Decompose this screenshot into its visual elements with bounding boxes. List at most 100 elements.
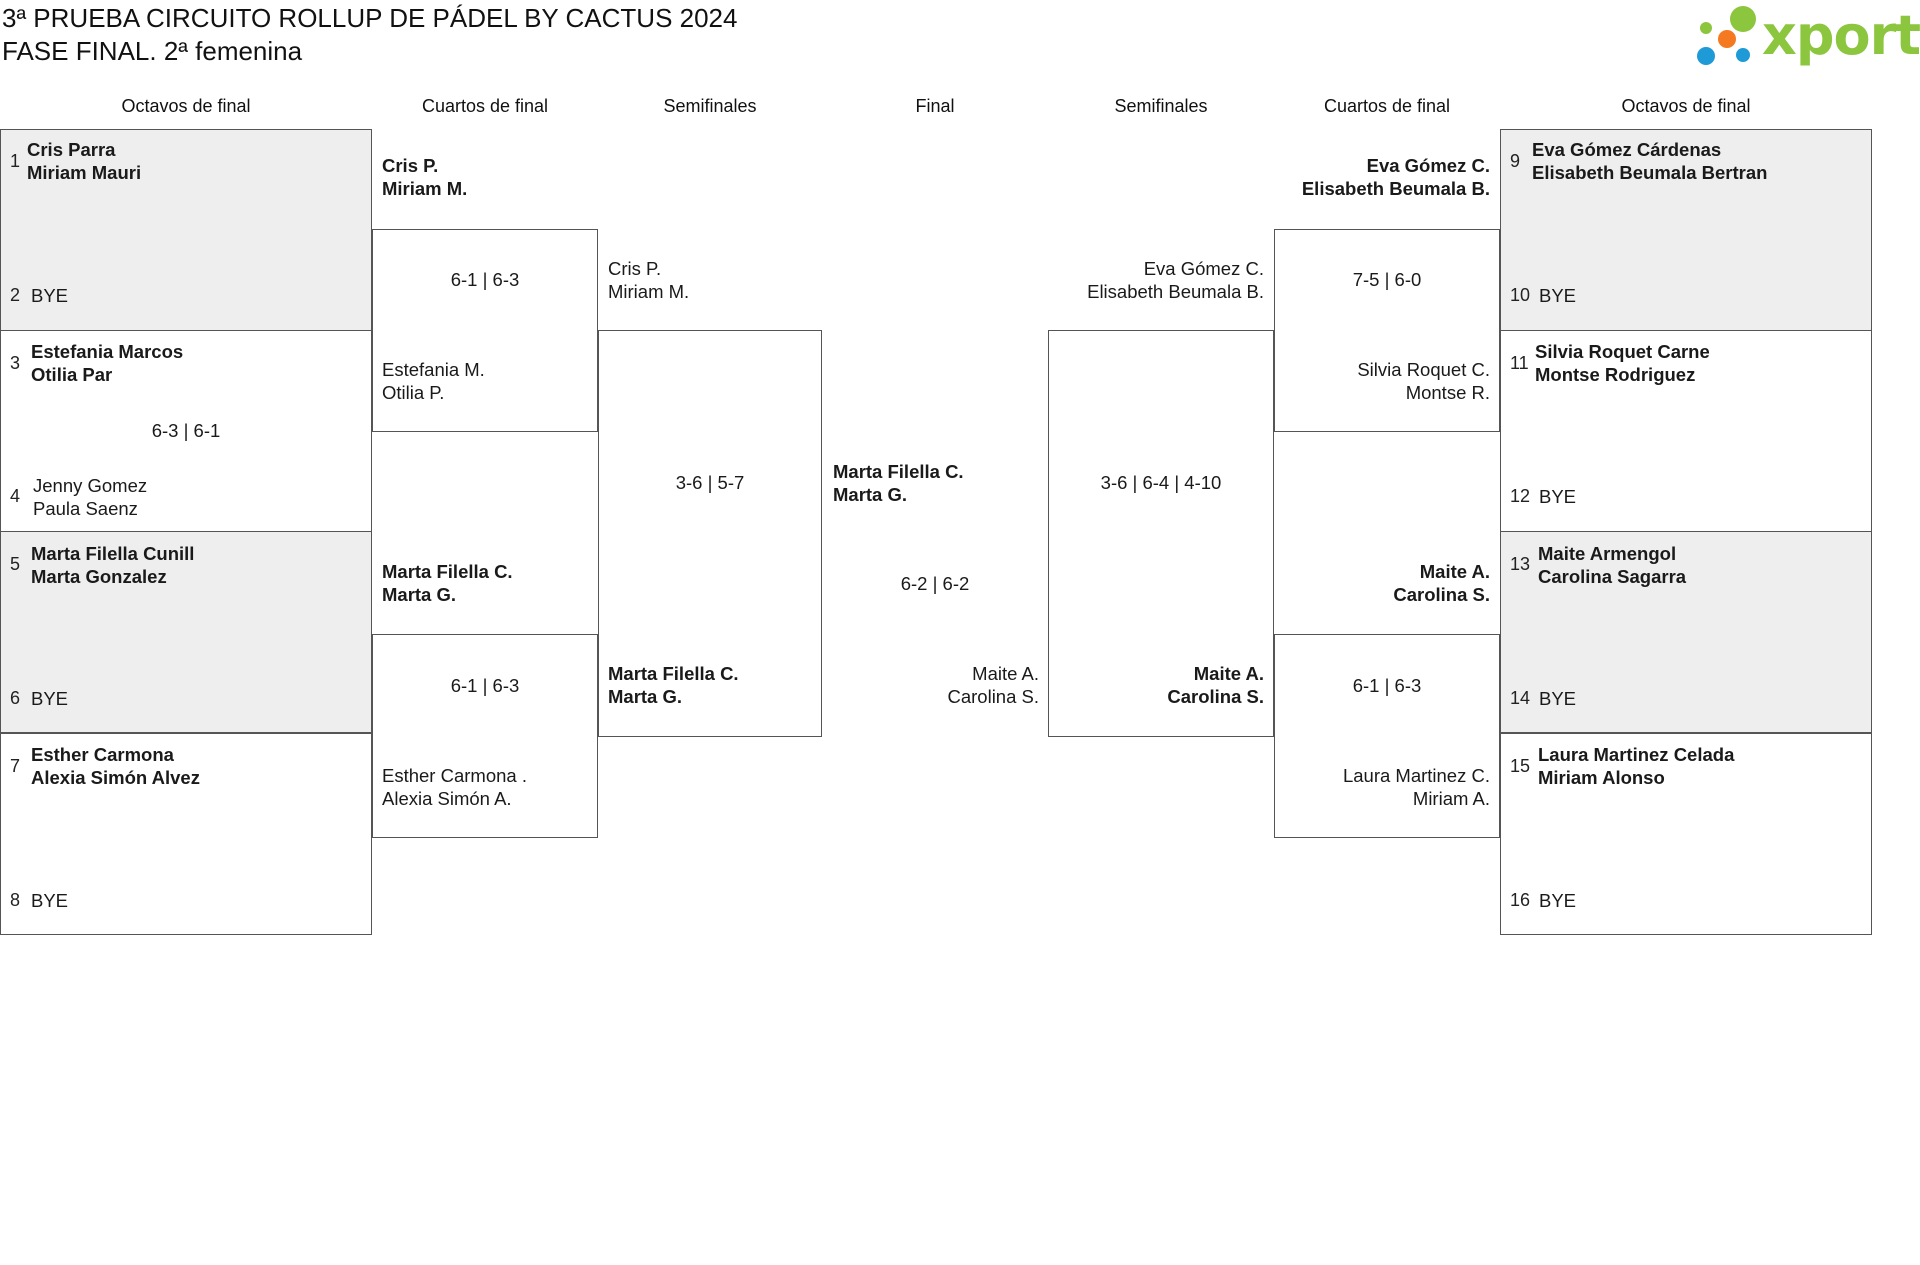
final-score: 6-2 | 6-2 [900,573,970,594]
player-name: Maite A. [1419,561,1490,582]
page-title: 3ª PRUEBA CIRCUITO ROLLUP DE PÁDEL BY CA… [2,3,738,33]
header-qf-left: Cuartos de final [421,96,549,116]
seed-number: 8 [10,890,21,910]
player-name: Alexia Simón Alvez [31,767,200,788]
seed-number: 2 [10,285,21,305]
header-sf-left: Semifinales [663,96,757,116]
player-name: Maite Armengol [1538,543,1677,564]
bye-label: BYE [1539,890,1577,911]
match-score: 6-1 | 6-3 [450,675,520,696]
seed-number: 11 [1510,353,1529,373]
bye-label: BYE [31,688,69,709]
player-name: Maite A. [1193,663,1264,684]
logo-dot-blue [1697,47,1715,65]
player-name: Laura Martinez Celada [1538,744,1735,765]
match-score: 6-1 | 6-3 [1352,675,1422,696]
header-final: Final [915,96,955,116]
player-name: Miriam Mauri [27,162,142,183]
logo-text: xporty [1762,4,1920,67]
logo-dot-green-small [1700,22,1712,34]
player-name: Elisabeth Beumala B. [1087,281,1264,302]
champion-name: Marta G. [833,484,908,505]
seed-number: 4 [10,486,21,506]
seed-number: 12 [1510,486,1531,506]
player-name: Marta Filella Cunill [31,543,195,564]
r16-match-box [1500,733,1872,935]
seed-number: 9 [1510,151,1521,171]
r16-match-box [0,129,372,331]
header-qf-right: Cuartos de final [1323,96,1451,116]
player-name: Paula Saenz [33,498,138,519]
seed-number: 14 [1510,688,1531,708]
seed-number: 16 [1510,890,1531,910]
match-score: 7-5 | 6-0 [1352,269,1422,290]
logo-dot-orange [1718,30,1736,48]
seed-number: 10 [1510,285,1531,305]
player-name: Cris P. [608,258,662,279]
sf-connector-box [598,330,822,737]
qf-connector-box [372,229,598,432]
player-name: Silvia Roquet Carne [1535,341,1710,362]
player-name: Marta Filella C. [382,561,513,582]
player-name: Montse Rodriguez [1535,364,1696,385]
seed-number: 1 [10,151,21,171]
player-name: Otilia Par [31,364,113,385]
match-score: 6-1 | 6-3 [450,269,520,290]
r16-match-box [1500,531,1872,733]
bye-label: BYE [1539,285,1577,306]
match-score: 3-6 | 6-4 | 4-10 [1100,472,1222,493]
qf-connector-box [1274,229,1500,432]
player-name: Cris Parra [27,139,116,160]
seed-number: 6 [10,688,21,708]
player-name: Montse R. [1405,382,1490,403]
player-name: Otilia P. [382,382,445,403]
player-name: Miriam M. [382,178,468,199]
player-name: Estefania M. [382,359,485,380]
player-name: Elisabeth Beumala B. [1301,178,1490,199]
seed-number: 5 [10,554,21,574]
player-name: Miriam Alonso [1538,767,1665,788]
seed-number: 7 [10,756,21,776]
champion-name: Marta Filella C. [833,461,964,482]
player-name: Marta G. [608,686,683,707]
player-name: Marta Filella C. [608,663,739,684]
header-r16-right: Octavos de final [1621,96,1751,116]
logo-dot-blue-small [1736,48,1750,62]
seed-number: 13 [1510,554,1531,574]
player-name: Laura Martinez C. [1342,765,1490,786]
player-name: Miriam M. [608,281,690,302]
player-name: Silvia Roquet C. [1357,359,1490,380]
header-r16-left: Octavos de final [121,96,251,116]
seed-number: 3 [10,353,21,373]
player-name: Carolina S. [947,686,1039,707]
qf-connector-box [1274,634,1500,838]
header-sf-right: Semifinales [1114,96,1208,116]
bye-label: BYE [1539,486,1577,507]
player-name: Marta Gonzalez [31,566,167,587]
player-name: Maite A. [972,663,1039,684]
player-name: Estefania Marcos [31,341,184,362]
player-name: Marta G. [382,584,457,605]
player-name: Miriam A. [1412,788,1490,809]
qf-connector-box [372,634,598,838]
bye-label: BYE [31,285,69,306]
page-subtitle: FASE FINAL. 2ª femenina [2,36,303,66]
player-name: Elisabeth Beumala Bertran [1532,162,1768,183]
player-name: Eva Gómez C. [1366,155,1490,176]
r16-match-box [0,531,372,733]
logo-dot-green [1730,6,1756,32]
player-name: Eva Gómez Cárdenas [1532,139,1722,160]
player-name: Alexia Simón A. [382,788,512,809]
player-name: Eva Gómez C. [1143,258,1264,279]
bye-label: BYE [1539,688,1577,709]
player-name: Jenny Gomez [33,475,148,496]
bye-label: BYE [31,890,69,911]
match-score: 6-3 | 6-1 [151,420,221,441]
player-name: Carolina S. [1167,686,1264,707]
player-name: Esther Carmona [31,744,174,765]
seed-number: 15 [1510,756,1531,776]
r16-match-box [0,733,372,935]
player-name: Cris P. [382,155,439,176]
sf-connector-box [1048,330,1274,737]
player-name: Carolina Sagarra [1538,566,1687,587]
